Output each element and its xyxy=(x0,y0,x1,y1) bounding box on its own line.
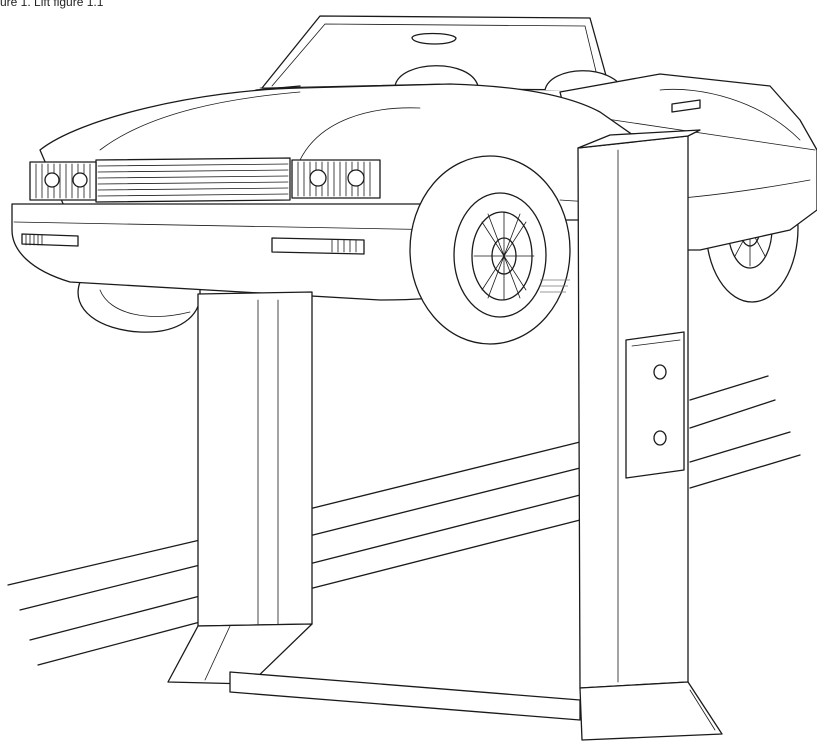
lift-control-box xyxy=(625,331,685,479)
floor-tracks xyxy=(7,375,801,666)
lift-post-left xyxy=(167,291,313,685)
figure-caption: ure 1. Lift figure 1.1 xyxy=(0,0,104,9)
grille-slats xyxy=(97,163,289,197)
rear-left-wheel xyxy=(77,281,201,333)
lift-base-plate xyxy=(229,671,581,721)
front-right-wheel xyxy=(409,155,571,345)
